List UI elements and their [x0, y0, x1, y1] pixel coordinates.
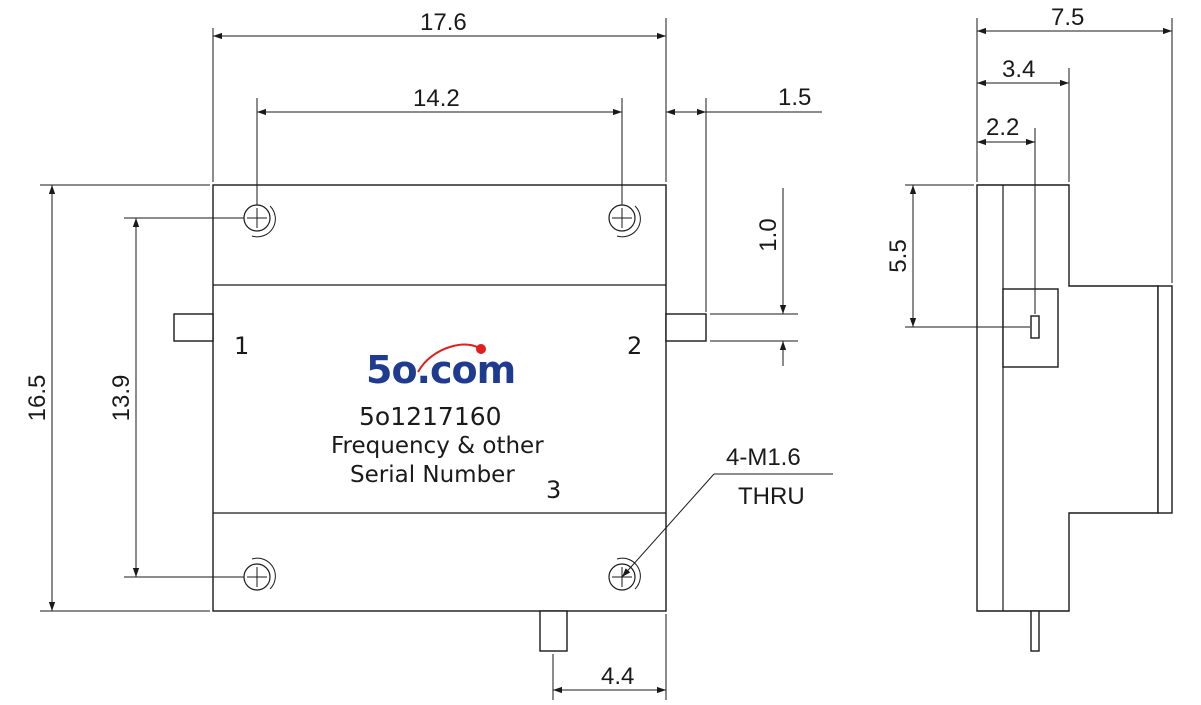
port-1-tab [173, 313, 214, 342]
dim-hole-spacing-y: 13.9 [108, 375, 135, 422]
label-line-3: Serial Number [350, 462, 515, 488]
front-view: 1 2 3 5o.com 5o1217160 Frequency & other… [173, 184, 707, 652]
dim-tab-offset: 1.5 [778, 84, 811, 111]
side-dimensions: 7.5 3.4 2.2 5.5 [885, 4, 1173, 328]
front-dimensions: 17.6 14.2 1.5 1.0 16.5 13.9 4.4 [24, 9, 833, 700]
dim-height-total: 16.5 [24, 375, 51, 422]
dim-side-depth-pin: 2.2 [986, 114, 1019, 141]
logo-text: 5o.com [366, 348, 515, 392]
hole-callout-thread: 4-M1.6 [726, 444, 801, 471]
side-view [976, 184, 1173, 652]
dim-tab-width: 1.0 [755, 218, 782, 251]
part-number: 5o1217160 [359, 402, 502, 431]
mounting-hole-bl [243, 557, 276, 591]
port-3-label: 3 [546, 476, 561, 504]
side-housing-outline [976, 184, 1159, 612]
dim-side-pin-height: 5.5 [885, 239, 912, 272]
dim-side-depth-total: 7.5 [1051, 4, 1084, 31]
side-connector-pin [1030, 315, 1040, 339]
dim-bottom-port-offset: 4.4 [601, 663, 634, 690]
side-cover-plate [1157, 285, 1173, 514]
port-1-label: 1 [234, 332, 249, 360]
hole-callout-note: THRU [738, 483, 805, 510]
brand-logo: 5o.com [366, 343, 516, 392]
housing-outline [212, 184, 667, 612]
dim-width-total: 17.6 [420, 9, 467, 36]
label-line-2: Frequency & other [331, 433, 544, 459]
port-3-tab [539, 610, 568, 652]
dim-side-depth-mid: 3.4 [1002, 56, 1035, 83]
side-bottom-pin [1030, 610, 1040, 652]
port-2-tab [665, 313, 707, 342]
logo-dot [476, 344, 486, 354]
dim-hole-spacing-x: 14.2 [413, 85, 460, 112]
port-2-label: 2 [627, 332, 642, 360]
